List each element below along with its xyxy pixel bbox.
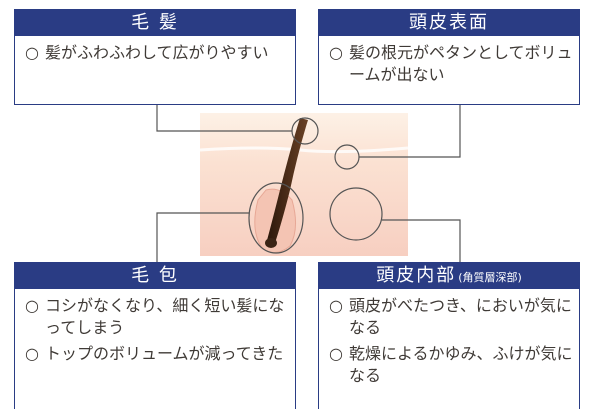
scalp-surface-item: ○ 髪の根元がペタンとしてボリュームが出ない [329, 42, 573, 86]
bullet-mark: ○ [25, 43, 39, 62]
scalp-inner-item: ○ 頭皮がべたつき、においが気になる [329, 295, 573, 339]
hair-strand [266, 118, 308, 246]
hair-box: 毛 髪 ○ 髪がふわふわして広がりやすい [14, 9, 296, 105]
scalp-inner-subtitle: (角質層深部) [458, 271, 522, 284]
scalp-surface-title: 頭皮表面 [319, 10, 579, 36]
scalp-surface-box: 頭皮表面 ○ 髪の根元がペタンとしてボリュームが出ない [318, 9, 580, 105]
follicle-title: 毛 包 [15, 263, 295, 289]
inner-marker-circle [329, 187, 383, 241]
scalp-inner-title: 頭皮内部 [376, 265, 457, 286]
hair-title: 毛 髪 [15, 10, 295, 36]
scalp-inner-header: 頭皮内部(角質層深部) [319, 263, 579, 289]
scalp-inner-box: 頭皮内部(角質層深部) ○ 頭皮がべたつき、においが気になる ○ 乾燥によるかゆ… [318, 262, 580, 409]
scalp-inner-item: ○ 乾燥によるかゆみ、ふけが気になる [329, 343, 573, 387]
hair-leader-line [156, 105, 292, 132]
hair-bulb [265, 238, 277, 248]
follicle-leader-line [156, 212, 249, 262]
follicle-item-text: コシがなくなり、細く短い髪になってしまう [45, 296, 285, 337]
bullet-mark: ○ [329, 296, 343, 315]
inner-leader-line [382, 219, 461, 262]
bullet-mark: ○ [25, 296, 39, 315]
scalp-surface-item-text: 髪の根元がペタンとしてボリュームが出ない [349, 43, 573, 84]
scalp-inner-item-text: 乾燥によるかゆみ、ふけが気になる [349, 344, 573, 385]
scalp-surface-line [199, 146, 409, 154]
follicle-item-text: トップのボリュームが減ってきた [45, 344, 284, 363]
follicle-item: ○ トップのボリュームが減ってきた [25, 343, 289, 365]
follicle-box: 毛 包 ○ コシがなくなり、細く短い髪になってしまう ○ トップのボリュームが減… [14, 262, 296, 409]
hair-item: ○ 髪がふわふわして広がりやすい [25, 42, 289, 64]
follicle-item: ○ コシがなくなり、細く短い髪になってしまう [25, 295, 289, 339]
surface-leader-line [359, 105, 461, 158]
bullet-mark: ○ [329, 43, 343, 62]
hair-item-text: 髪がふわふわして広がりやすい [45, 43, 269, 62]
follicle-marker-circle [248, 182, 304, 254]
scalp-inner-item-text: 頭皮がべたつき、においが気になる [349, 296, 572, 337]
bullet-mark: ○ [329, 344, 343, 363]
bullet-mark: ○ [25, 344, 39, 363]
skin-cross-section [200, 113, 408, 256]
